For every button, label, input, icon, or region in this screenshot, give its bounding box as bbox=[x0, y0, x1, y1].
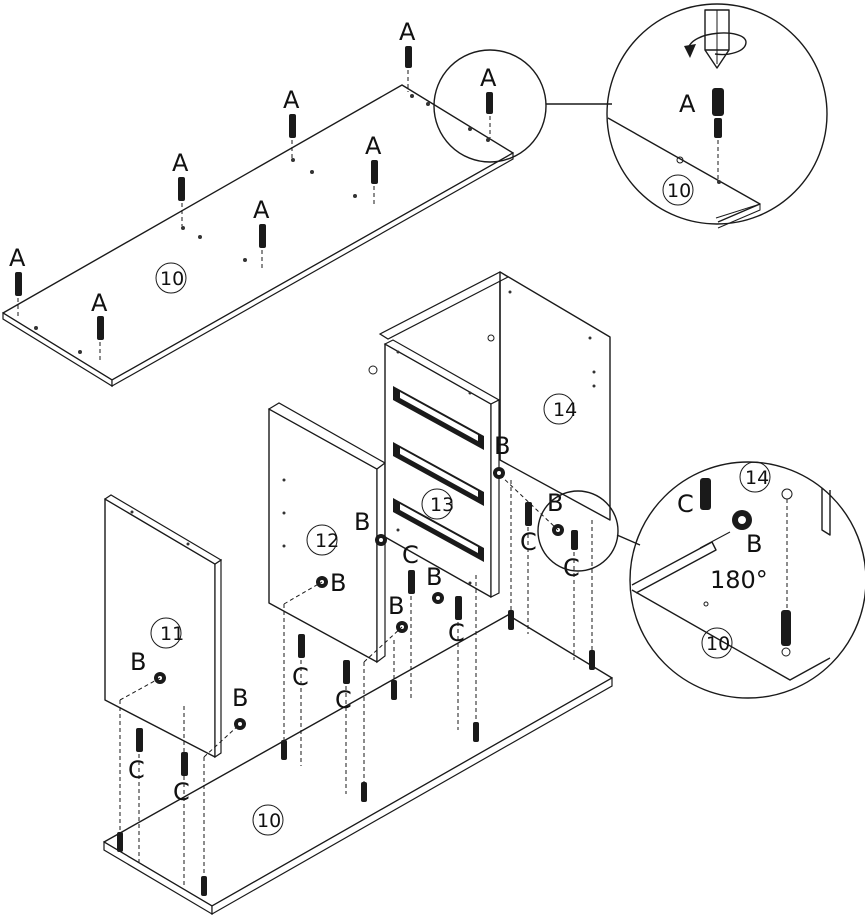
cam-locks: B B B B B B B B bbox=[130, 432, 564, 730]
drawer-rail bbox=[393, 386, 484, 450]
part-number-detail-side: 14 bbox=[739, 461, 771, 493]
cam-lock-label: B bbox=[746, 530, 762, 558]
cam-bolt-label: A bbox=[679, 90, 696, 118]
cam-bolts-top: A A A A A A A bbox=[9, 18, 497, 362]
cam-bolt-icon: A bbox=[365, 132, 382, 206]
cam-bolt-icon: A bbox=[399, 18, 416, 92]
svg-text:13: 13 bbox=[430, 494, 454, 516]
cam-lock-label: B bbox=[494, 432, 510, 460]
dowel-label: C bbox=[173, 778, 190, 806]
part-number-bottom-panel: 10 bbox=[252, 804, 284, 836]
svg-text:10: 10 bbox=[706, 633, 730, 655]
dowel-icon bbox=[700, 478, 711, 510]
dowel-label: C bbox=[128, 756, 145, 784]
cam-bolt-icon: A bbox=[253, 196, 270, 270]
dowel-icon bbox=[136, 728, 143, 752]
cam-bolt-label: A bbox=[399, 18, 416, 46]
rotation-label: 180° bbox=[710, 566, 768, 594]
cam-bolt-label: A bbox=[253, 196, 270, 224]
cam-bolt-icon: A bbox=[480, 64, 497, 138]
cam-bolt-icon bbox=[712, 88, 724, 180]
dowel-label: C bbox=[402, 541, 419, 569]
cam-lock-icon bbox=[432, 592, 444, 604]
drawer-rail bbox=[393, 498, 484, 562]
cam-lock-label: B bbox=[330, 569, 346, 597]
part-number-right-side: 14 bbox=[543, 393, 577, 425]
cam-bolt-label: A bbox=[480, 64, 497, 92]
part-number-drawer-panel: 13 bbox=[421, 488, 454, 520]
part-number-detail-top: 10 bbox=[662, 174, 694, 206]
cam-bolt-label: A bbox=[91, 289, 108, 317]
top-panel bbox=[2, 84, 514, 388]
right-side-panel bbox=[378, 271, 611, 521]
screwdriver-icon bbox=[631, 531, 731, 594]
dowel-label: C bbox=[563, 554, 580, 582]
left-side-panel bbox=[103, 494, 223, 759]
screwdriver-icon bbox=[704, 9, 730, 69]
cam-lock-label: B bbox=[232, 684, 248, 712]
bottom-panel bbox=[103, 614, 613, 916]
svg-text:11: 11 bbox=[160, 623, 184, 645]
svg-text:12: 12 bbox=[315, 530, 339, 552]
dowel-label: C bbox=[677, 490, 694, 518]
dowel-label: C bbox=[448, 619, 465, 647]
dashed-guides bbox=[119, 474, 593, 888]
svg-text:10: 10 bbox=[160, 268, 184, 290]
cam-lock-icon bbox=[732, 510, 752, 530]
dowel-icon bbox=[781, 610, 791, 657]
detail-circle-bottom: 14 C B 180° 10 bbox=[537, 461, 865, 699]
svg-text:14: 14 bbox=[553, 399, 577, 421]
cam-lock-icon bbox=[375, 534, 387, 546]
part-number-inner-side: 12 bbox=[306, 524, 339, 556]
cam-bolt-icon: A bbox=[91, 289, 108, 362]
cam-bolt-icon: A bbox=[9, 244, 26, 318]
cam-bolt-icon: A bbox=[172, 149, 189, 226]
cam-lock-label: B bbox=[354, 508, 370, 536]
drawer-panel bbox=[368, 339, 501, 598]
detail-circle-top: A 10 bbox=[433, 3, 828, 229]
dowel-icon bbox=[455, 596, 462, 620]
svg-text:10: 10 bbox=[257, 810, 281, 832]
cam-lock-label: B bbox=[388, 592, 404, 620]
cam-lock-label: B bbox=[130, 648, 146, 676]
dowel-icon bbox=[525, 502, 532, 526]
part-number-detail-bottom: 10 bbox=[701, 627, 733, 659]
rotate-arrow-icon bbox=[684, 32, 747, 58]
cam-bolt-label: A bbox=[9, 244, 26, 272]
drawer-rail bbox=[393, 442, 484, 506]
bottom-dowels bbox=[117, 610, 595, 896]
dowel-icon bbox=[298, 634, 305, 658]
dowels: C C C C C C C C bbox=[128, 502, 580, 806]
cam-bolt-label: A bbox=[283, 86, 300, 114]
svg-text:14: 14 bbox=[745, 467, 769, 489]
cam-bolt-icon: A bbox=[283, 86, 300, 160]
cam-lock-icon bbox=[493, 467, 505, 479]
cam-bolt-label: A bbox=[172, 149, 189, 177]
svg-text:10: 10 bbox=[667, 180, 691, 202]
dowel-label: C bbox=[335, 686, 352, 714]
inner-side-panel bbox=[267, 402, 387, 664]
cam-lock-label: B bbox=[426, 563, 442, 591]
dowel-icon bbox=[571, 530, 578, 550]
part-number-left-side: 11 bbox=[150, 617, 184, 649]
part-number-top-panel: 10 bbox=[155, 262, 187, 294]
dowel-icon bbox=[343, 660, 350, 684]
cam-bolt-label: A bbox=[365, 132, 382, 160]
dowel-icon bbox=[408, 570, 415, 594]
dowel-label: C bbox=[292, 663, 309, 691]
